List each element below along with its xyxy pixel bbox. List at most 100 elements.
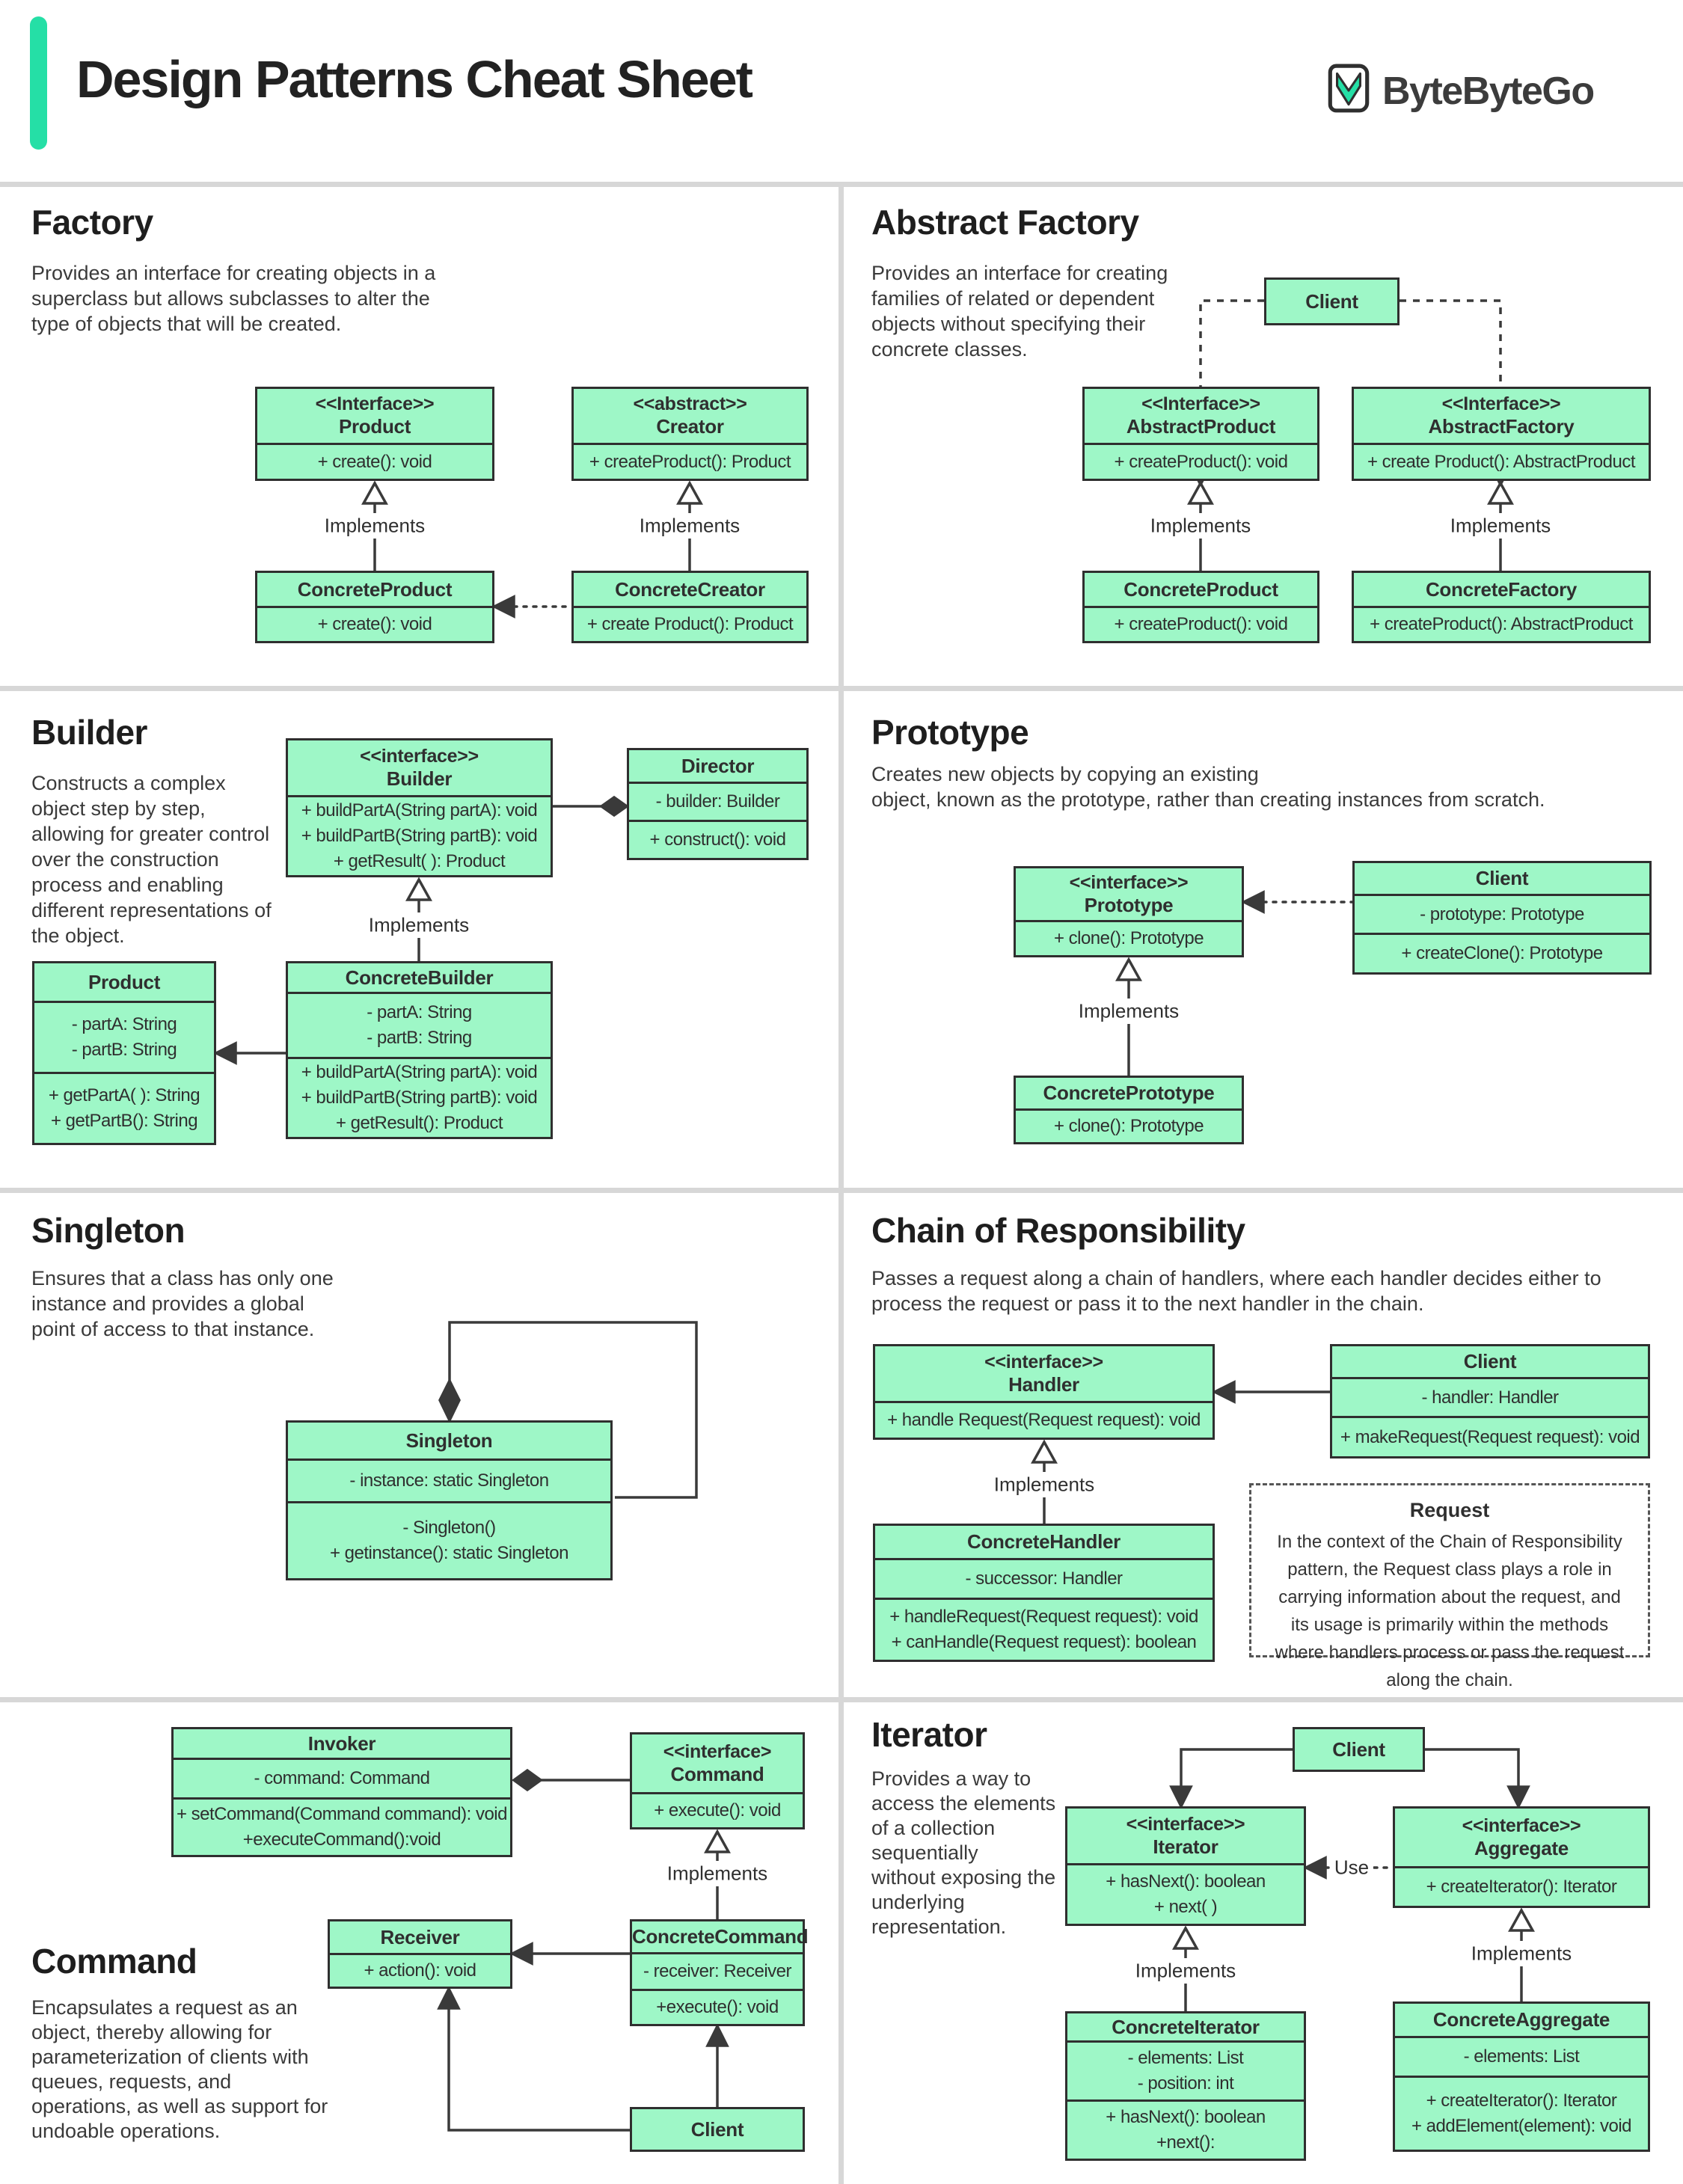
- class-method: + createClone(): Prototype: [1401, 943, 1603, 963]
- section-desc-factory: Provides an interface for creating objec…: [31, 262, 436, 335]
- class-name: Handler: [1008, 1372, 1079, 1396]
- implements-label: Implements: [1445, 514, 1556, 538]
- class-method: + hasNext(): boolean: [1106, 1871, 1266, 1892]
- class-name: AbstractFactory: [1428, 415, 1575, 438]
- note-body: In the context of the Chain of Responsib…: [1275, 1532, 1625, 1690]
- class-method: + getPartB(): String: [50, 1111, 198, 1131]
- class-name: ConcreteIterator: [1112, 2015, 1260, 2038]
- class-box-concrete-iterator: ConcreteIterator - elements: List - posi…: [1065, 2011, 1306, 2161]
- section-title-singleton: Singleton: [31, 1211, 186, 1250]
- class-name: ConcreteCommand: [632, 1925, 809, 1948]
- class-method: + buildPartB(String partB): void: [301, 1088, 538, 1108]
- class-name: ConcreteCreator: [615, 577, 765, 601]
- section-title-abstract-factory: Abstract Factory: [871, 203, 1139, 242]
- class-attribute: - receiver: Receiver: [643, 1961, 792, 1981]
- class-name: ConcretePrototype: [1043, 1082, 1215, 1104]
- section-title-builder: Builder: [31, 713, 147, 752]
- class-box-receiver: Receiver + action(): void: [328, 1919, 512, 1989]
- class-method: + buildPartB(String partB): void: [301, 826, 538, 846]
- class-attribute: - successor: Handler: [965, 1568, 1123, 1589]
- class-method: + create(): void: [317, 451, 432, 472]
- class-box-client: Client: [630, 2107, 805, 2152]
- class-method: + createIterator(): Iterator: [1426, 2091, 1617, 2111]
- class-attribute: - partB: String: [71, 1040, 177, 1060]
- class-box-builder: <<interface>> Builder + buildPartA(Strin…: [286, 738, 553, 877]
- class-method: + createProduct(): void: [1114, 451, 1288, 472]
- class-attribute: - builder: Builder: [655, 791, 780, 812]
- class-method: + setCommand(Command command): void: [176, 1804, 508, 1824]
- class-attribute: - position: int: [1137, 2073, 1234, 2093]
- class-method: + next( ): [1153, 1897, 1218, 1917]
- class-stereotype: <<Interface>>: [1141, 393, 1260, 414]
- class-name: Command: [670, 1762, 764, 1785]
- class-name: Client: [1475, 867, 1529, 889]
- class-method: +execute(): void: [656, 1997, 779, 2017]
- class-attribute: - partA: String: [71, 1014, 177, 1034]
- class-box-director: Director - builder: Builder + construct(…: [627, 748, 809, 860]
- class-method: + canHandle(Request request): boolean: [891, 1632, 1197, 1652]
- class-box-concrete-factory: ConcreteFactory + createProduct(): Abstr…: [1352, 571, 1651, 643]
- section-desc-builder: Constructs a complex object step by step…: [31, 772, 272, 947]
- class-method: + create Product(): Product: [586, 614, 794, 634]
- class-name: ConcreteProduct: [297, 577, 453, 601]
- class-box-concrete-prototype: ConcretePrototype + clone(): Prototype: [1014, 1076, 1244, 1144]
- class-method: + buildPartA(String partA): void: [301, 1062, 538, 1082]
- class-attribute: - partB: String: [367, 1028, 472, 1048]
- class-name: Director: [681, 754, 755, 777]
- class-name: Invoker: [307, 1731, 376, 1755]
- class-name: Iterator: [1153, 1835, 1218, 1858]
- bytebytego-icon: [1324, 63, 1373, 119]
- class-stereotype: <<abstract>>: [633, 393, 747, 414]
- class-attribute: - elements: List: [1127, 2048, 1244, 2068]
- class-attribute: - command: Command: [254, 1768, 430, 1788]
- class-method: + handle Request(Request request): void: [887, 1410, 1201, 1430]
- use-label: Use: [1329, 1856, 1374, 1880]
- class-name: Product: [338, 415, 411, 438]
- class-box-creator: <<abstract>> Creator + createProduct(): …: [571, 387, 809, 481]
- accent-bar: [30, 16, 47, 150]
- class-box-handler: <<interface>> Handler + handle Request(R…: [873, 1344, 1215, 1440]
- section-desc-abstract-factory: Provides an interface for creating famil…: [871, 262, 1168, 361]
- class-method: + makeRequest(Request request): void: [1340, 1426, 1640, 1447]
- class-method: + create Product(): AbstractProduct: [1367, 451, 1636, 472]
- class-method: + action(): void: [364, 1960, 476, 1981]
- class-name: Product: [88, 970, 161, 993]
- class-name: Client: [1463, 1350, 1517, 1372]
- section-desc-command: Encapsulates a request as an object, the…: [31, 1996, 328, 2142]
- class-box-prototype: <<interface>> Prototype + clone(): Proto…: [1014, 866, 1244, 957]
- class-stereotype: <<interface>>: [1069, 871, 1189, 893]
- class-name: Aggregate: [1474, 1836, 1569, 1859]
- class-method: + execute(): void: [654, 1800, 781, 1820]
- class-method: + clone(): Prototype: [1053, 928, 1204, 948]
- class-name: Builder: [386, 767, 453, 790]
- divider: [839, 182, 844, 2184]
- class-name: Receiver: [380, 1925, 460, 1948]
- class-attribute: - instance: static Singleton: [349, 1470, 549, 1491]
- implements-label: Implements: [1466, 1942, 1577, 1966]
- section-desc-chain: Passes a request along a chain of handle…: [871, 1267, 1601, 1315]
- class-box-command: <<interface> Command + execute(): void: [630, 1732, 805, 1829]
- implements-label: Implements: [1073, 999, 1184, 1023]
- implements-label: Implements: [1145, 514, 1256, 538]
- implements-label: Implements: [319, 514, 430, 538]
- section-desc-singleton: Ensures that a class has only one instan…: [31, 1267, 334, 1340]
- class-name: ConcreteHandler: [967, 1530, 1121, 1553]
- class-box-product: Product - partA: String - partB: String …: [32, 961, 216, 1145]
- class-method: + create(): void: [317, 614, 432, 634]
- class-method: +next():: [1156, 2132, 1216, 2153]
- class-name: ConcreteProduct: [1123, 577, 1278, 601]
- class-name: ConcreteAggregate: [1432, 2008, 1610, 2031]
- brand-logo: ByteByteGo: [1324, 63, 1595, 119]
- class-stereotype: <<interface>>: [984, 1351, 1103, 1372]
- section-title-chain: Chain of Responsibility: [871, 1211, 1245, 1250]
- section-title-command: Command: [31, 1942, 197, 1981]
- class-box-concrete-product: ConcreteProduct + create(): void: [255, 571, 494, 643]
- class-method: + getPartA( ): String: [48, 1085, 200, 1105]
- note-title: Request: [1409, 1499, 1490, 1521]
- class-box-client: Client - prototype: Prototype + createCl…: [1352, 861, 1652, 975]
- class-name: Client: [1332, 1737, 1385, 1761]
- class-stereotype: <<interface>>: [360, 745, 479, 767]
- class-method: + getinstance(): static Singleton: [329, 1543, 569, 1563]
- class-method: + createIterator(): Iterator: [1426, 1877, 1617, 1897]
